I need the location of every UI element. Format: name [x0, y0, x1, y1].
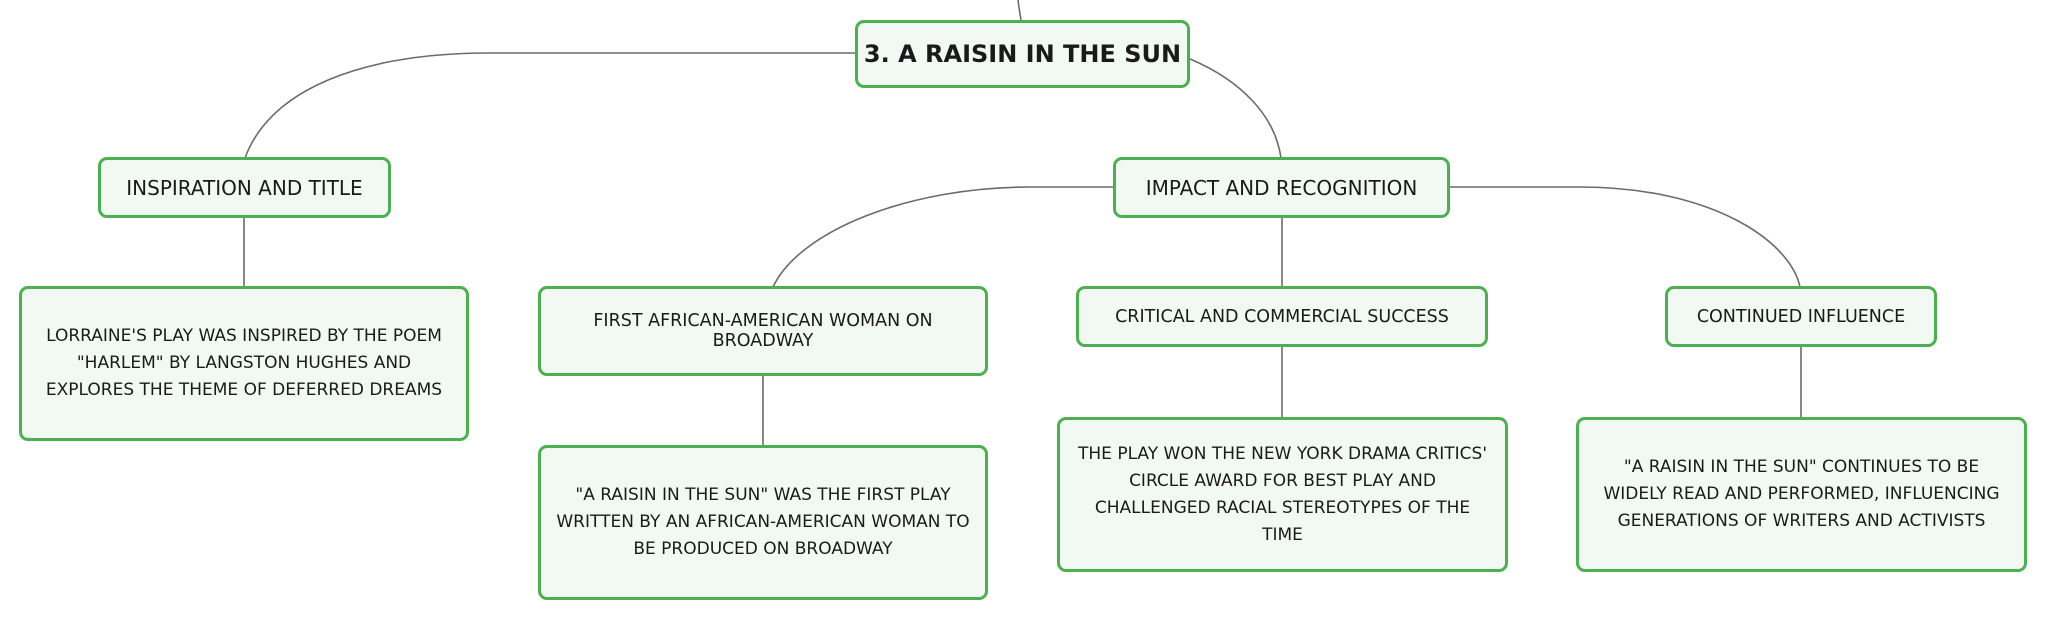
- branch-node-label: INSPIRATION AND TITLE: [126, 175, 363, 200]
- connector-parent-to-root: [1017, 0, 1022, 21]
- detail-node-text: LORRAINE'S PLAY WAS INSPIRED BY THE POEM…: [45, 326, 443, 400]
- connector-root-to-impact: [1189, 58, 1282, 159]
- connector-root-to-inspiration: [244, 52, 855, 159]
- subtopic-node-label: FIRST AFRICAN-AMERICAN WOMAN ON BROADWAY: [593, 311, 933, 351]
- branch-node-inspiration-and-title[interactable]: INSPIRATION AND TITLE: [98, 157, 391, 218]
- detail-node-text: "A RAISIN IN THE SUN" CONTINUES TO BE WI…: [1603, 457, 2000, 531]
- detail-node-critical-and-commercial-success[interactable]: THE PLAY WON THE NEW YORK DRAMA CRITICS'…: [1057, 417, 1508, 572]
- root-node[interactable]: 3. A RAISIN IN THE SUN: [855, 20, 1190, 88]
- subtopic-node-first-african-american-woman[interactable]: FIRST AFRICAN-AMERICAN WOMAN ON BROADWAY: [538, 286, 988, 376]
- connector-impact-to-continued-influence: [1450, 186, 1801, 288]
- root-node-label: 3. A RAISIN IN THE SUN: [863, 40, 1182, 68]
- subtopic-node-label: CONTINUED INFLUENCE: [1696, 306, 1906, 327]
- branch-node-impact-and-recognition[interactable]: IMPACT AND RECOGNITION: [1113, 157, 1450, 218]
- detail-node-continued-influence[interactable]: "A RAISIN IN THE SUN" CONTINUES TO BE WI…: [1576, 417, 2027, 572]
- detail-node-text: "A RAISIN IN THE SUN" WAS THE FIRST PLAY…: [556, 485, 970, 559]
- subtopic-node-critical-and-commercial-success[interactable]: CRITICAL AND COMMERCIAL SUCCESS: [1076, 286, 1488, 347]
- subtopic-node-continued-influence[interactable]: CONTINUED INFLUENCE: [1665, 286, 1937, 347]
- detail-node-first-african-american-woman[interactable]: "A RAISIN IN THE SUN" WAS THE FIRST PLAY…: [538, 445, 988, 600]
- detail-node-inspiration[interactable]: LORRAINE'S PLAY WAS INSPIRED BY THE POEM…: [19, 286, 469, 441]
- subtopic-node-label: CRITICAL AND COMMERCIAL SUCCESS: [1115, 306, 1449, 327]
- detail-node-text: THE PLAY WON THE NEW YORK DRAMA CRITICS'…: [1078, 443, 1487, 545]
- connector-impact-to-first-woman: [772, 186, 1113, 288]
- branch-node-label: IMPACT AND RECOGNITION: [1145, 175, 1418, 200]
